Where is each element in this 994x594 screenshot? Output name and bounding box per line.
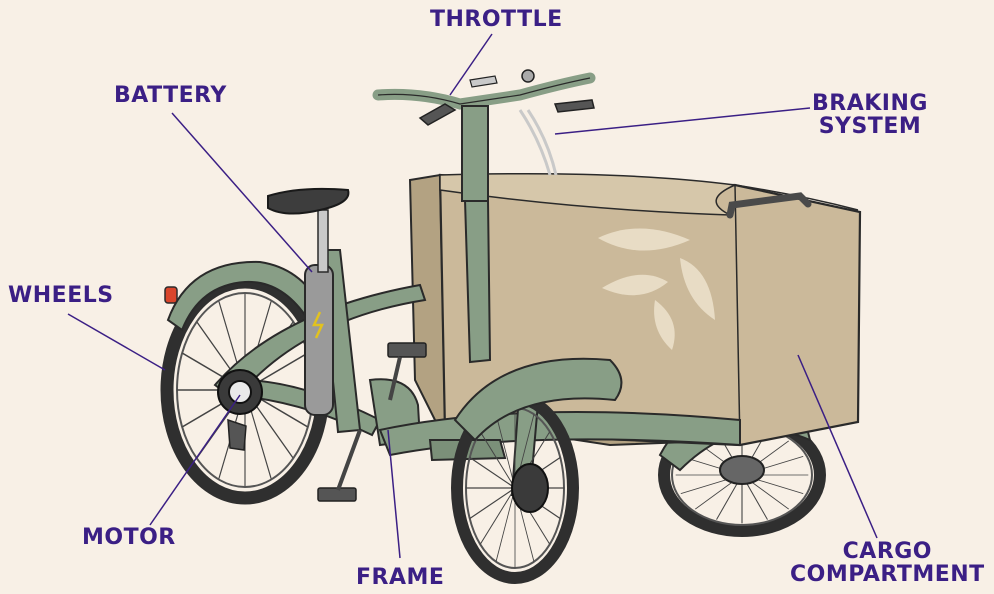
throttle-label: THROTTLE — [430, 8, 563, 31]
front-left-wheel — [455, 359, 621, 578]
frame-label: FRAME — [356, 566, 444, 589]
braking-system-label: BRAKING SYSTEM — [812, 92, 928, 138]
motor-label: MOTOR — [82, 526, 176, 549]
wheels-label: WHEELS — [8, 284, 114, 307]
battery-label: BATTERY — [114, 84, 227, 107]
battery-pack — [305, 265, 333, 415]
cargo-compartment-label: CARGO COMPARTMENT — [790, 540, 985, 586]
braking-system-line1: BRAKING — [812, 92, 928, 115]
braking-system-line2: SYSTEM — [812, 115, 928, 138]
motor-hub — [218, 370, 262, 450]
cargo-compartment-line1: CARGO — [790, 540, 985, 563]
cargo-compartment-line2: COMPARTMENT — [790, 563, 985, 586]
